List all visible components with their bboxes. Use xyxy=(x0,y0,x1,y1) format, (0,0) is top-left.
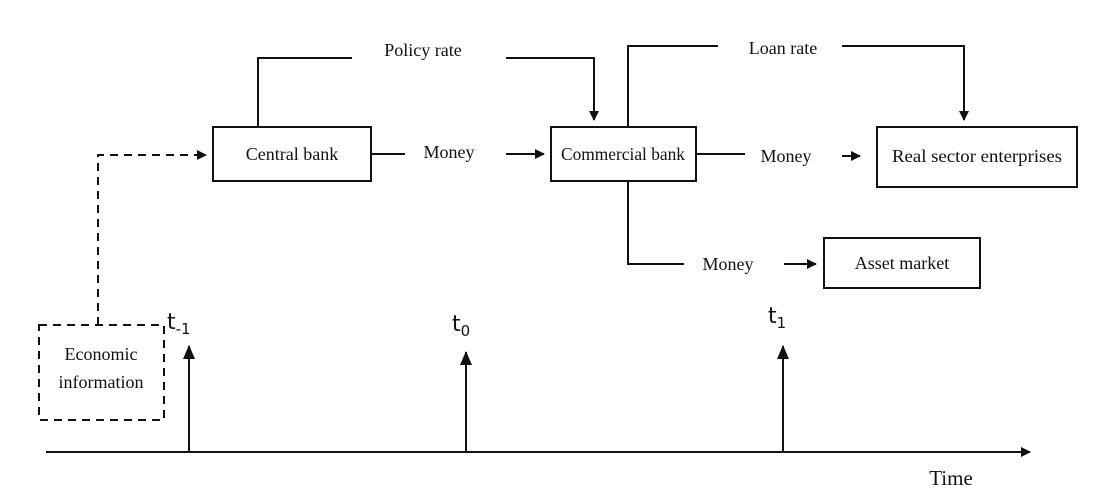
commercial-bank-label: Commercial bank xyxy=(561,144,685,164)
t1-subscript: 1 xyxy=(777,314,787,332)
money-central-to-commercial-label: Money xyxy=(424,142,475,162)
t-minus-1-label: t-1 xyxy=(167,310,191,338)
real-sector-label: Real sector enterprises xyxy=(892,146,1062,166)
central-bank-label: Central bank xyxy=(246,144,338,164)
economic-information-label-line1: Economic xyxy=(65,344,138,364)
economic-info-to-central-bank-connector xyxy=(97,150,207,325)
loan-rate-connector-right xyxy=(842,45,969,121)
t0-subscript: 0 xyxy=(461,322,471,340)
central-bank-node: Central bank xyxy=(212,126,372,182)
money-commercial-to-real-label: Money xyxy=(761,146,812,166)
t0-base: t xyxy=(452,312,461,337)
loan-rate-connector-left xyxy=(627,45,718,127)
policy-rate-label: Policy rate xyxy=(384,40,461,60)
t-minus-1-base: t xyxy=(167,310,176,335)
commercial-bank-node: Commercial bank xyxy=(550,126,697,182)
policy-rate-connector-right xyxy=(506,57,599,121)
loan-rate-label: Loan rate xyxy=(749,38,817,58)
economic-information-node: Economic information xyxy=(38,324,165,421)
t1-label: t1 xyxy=(768,304,786,332)
time-axis-label: Time xyxy=(929,466,973,490)
t-minus-1-subscript: -1 xyxy=(176,320,191,338)
economic-information-label-line2: information xyxy=(59,372,144,392)
money-commercial-to-asset-connector xyxy=(627,181,684,265)
real-sector-node: Real sector enterprises xyxy=(876,126,1078,188)
money-commercial-to-asset-label: Money xyxy=(703,254,754,274)
asset-market-label: Asset market xyxy=(855,253,949,273)
policy-rate-connector-left xyxy=(257,57,352,127)
asset-market-node: Asset market xyxy=(823,237,981,289)
t0-label: t0 xyxy=(452,312,470,340)
t1-base: t xyxy=(768,304,777,329)
